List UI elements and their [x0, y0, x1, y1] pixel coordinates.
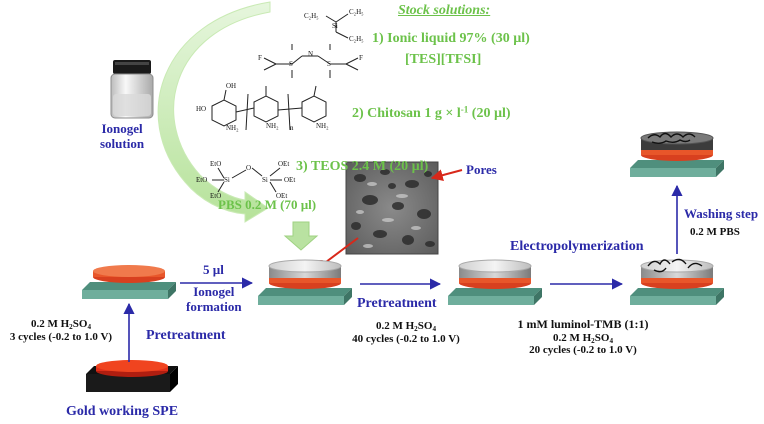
- chem-n-subscript: n: [290, 124, 294, 132]
- electrode-3: [448, 259, 542, 305]
- electrode-2: [258, 259, 352, 305]
- stock-item-1-name: [TES][TFSI]: [405, 52, 482, 67]
- gold-spe-label: Gold working SPE: [66, 404, 179, 419]
- chem-eto-a: EtO: [210, 160, 222, 168]
- chem-nh2-c: NH₂: [316, 122, 329, 130]
- chem-oet-c: OEt: [276, 192, 288, 200]
- sem-image: [345, 161, 439, 255]
- electrode-1: [82, 265, 176, 299]
- chem-nh2-b: NH₂: [266, 122, 279, 130]
- chem-o-teos: O: [246, 164, 252, 172]
- chem-oh: OH: [226, 82, 237, 90]
- chem-eto-c: EtO: [210, 192, 222, 200]
- chem-si-teos-a: Si: [224, 176, 230, 184]
- pretreatment-left-label: Pretreatment: [146, 328, 226, 343]
- chitosan-structure: [211, 85, 327, 131]
- chem-oet-a: OEt: [278, 160, 290, 168]
- chem-n: N: [308, 50, 314, 58]
- chem-c2h5-a: C₂H₅: [304, 12, 319, 20]
- teos-structure: [212, 167, 282, 193]
- pores-label: Pores: [466, 162, 497, 177]
- washing-label: Washing step: [684, 206, 759, 221]
- tfsi-anion-structure: [263, 44, 359, 78]
- conditions-left: 0.2 M H2SO4 3 cycles (-0.2 to 1.0 V): [9, 318, 113, 343]
- pbs-label: PBS 0.2 M (70 µl): [218, 197, 317, 212]
- pores-pointer: [430, 169, 463, 182]
- stock-item-1: 1) Ionic liquid 97% (30 µl): [372, 31, 530, 46]
- volume-label: 5 µl: [203, 262, 224, 277]
- chem-f-left: F: [258, 54, 262, 62]
- chem-f-right: F: [359, 54, 363, 62]
- curved-green-arrow: [157, 1, 271, 223]
- chem-s-right: S: [327, 60, 331, 68]
- chem-oet-b: OEt: [284, 176, 296, 184]
- chem-eto-b: EtO: [196, 176, 208, 184]
- gold-spe-electrode: [86, 360, 178, 392]
- chem-si-tes: Si: [332, 22, 338, 30]
- chem-c2h5-c: C₂H₅: [349, 35, 364, 43]
- washing-sub-label: 0.2 M PBS: [690, 226, 740, 238]
- chem-si-teos-b: Si: [262, 176, 268, 184]
- stock-item-2: 2) Chitosan 1 g × l-1 (20 µl): [352, 104, 511, 121]
- chem-ho: HO: [196, 105, 207, 113]
- tes-cation-structure: [325, 13, 349, 39]
- stock-title: Stock solutions:: [398, 3, 491, 18]
- chem-nh2-a: NH₂: [226, 124, 239, 132]
- pretreatment-mid-label: Pretreatment: [357, 296, 437, 311]
- chem-c2h5-b: C₂H₅: [349, 8, 364, 16]
- electrode-4: [630, 258, 724, 305]
- chem-s-left: S: [289, 60, 293, 68]
- conditions-right: 1 mM luminol-TMB (1:1) 0.2 M H2SO4 20 cy…: [517, 317, 649, 357]
- electropolymerization-label: Electropolymerization: [510, 239, 644, 254]
- ionogel-vial-icon: [110, 60, 154, 119]
- stock-item-3: 3) TEOS 2.4 M (20 µl): [296, 159, 429, 174]
- conditions-mid: 0.2 M H2SO4 40 cycles (-0.2 to 1.0 V): [352, 320, 460, 345]
- green-down-arrow: [283, 221, 319, 251]
- electrode-5: [630, 131, 724, 177]
